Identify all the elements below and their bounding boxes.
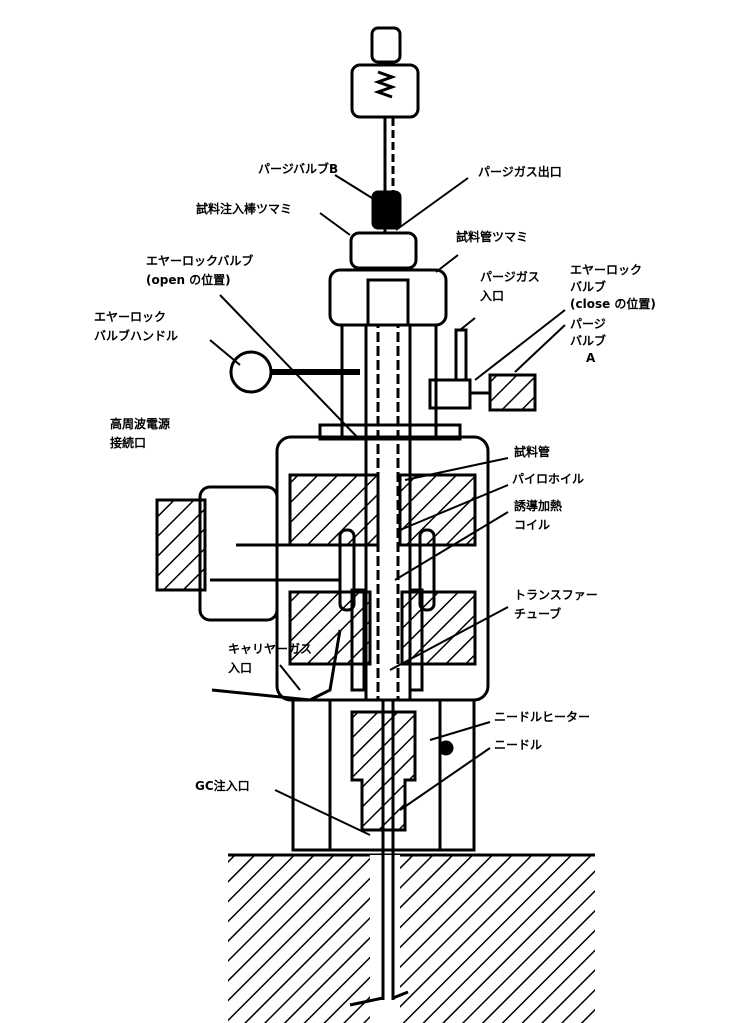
label-line: パージガス [480, 270, 540, 284]
label-carrier-gas-inlet: キャリヤーガス入口 [228, 640, 312, 678]
label-purge-valve-a: パージバルブ A [570, 316, 606, 367]
label-line: パージ [570, 317, 606, 331]
label-sample-tube: 試料管 [514, 445, 551, 459]
label-line: トランスファー [514, 588, 598, 602]
label-line: 高周波電源 [110, 417, 171, 431]
label-gc-inlet: GC注入口 [195, 779, 250, 793]
label-line: コイル [514, 518, 551, 532]
label-line: 誘導加熱 [514, 499, 563, 513]
label-purge-valve-b: パージバルブB [258, 162, 339, 176]
purge-valve-a-knob [488, 373, 537, 412]
gc-floor [228, 855, 595, 1023]
label-line: バルブ [570, 280, 607, 294]
label-transfer-tube: トランスファーチューブ [514, 586, 598, 624]
label-purge-gas-inlet: パージガス入口 [480, 268, 540, 306]
label-airlock-open: エヤーロックバルブ (open の位置) [146, 252, 253, 290]
label-line: 入口 [480, 289, 505, 303]
valve-body [340, 320, 438, 439]
label-rf-connector: 高周波電源接続口 [110, 415, 170, 453]
label-line: 入口 [228, 661, 253, 675]
label-needle: ニードル [494, 738, 543, 752]
label-needle-heater: ニードルヒーター [494, 710, 591, 724]
label-line: エヤーロック [94, 310, 167, 324]
label-line: エヤーロックバルブ [146, 254, 254, 268]
airlock-handle-ball [229, 350, 273, 394]
label-induction-coil: 誘導加熱コイル [514, 497, 562, 535]
label-line: バルブ [570, 334, 607, 348]
needle-heater-shape [350, 710, 417, 832]
label-line: キャリヤーガス [228, 642, 313, 656]
label-line: エヤーロック [570, 263, 643, 277]
purge-valve-b-shape [371, 190, 402, 230]
label-line: A [586, 351, 596, 365]
label-line: (close の位置) [570, 297, 656, 311]
label-line: 接続口 [110, 436, 147, 450]
sample-rod-knob-shape [349, 231, 418, 270]
label-line: バルブハンドル [94, 329, 179, 343]
label-line: (open の位置) [146, 273, 231, 287]
label-airlock-handle: エヤーロックバルブハンドル [94, 308, 178, 346]
rf-connector [198, 485, 279, 622]
label-sample-tube-knob: 試料管ツマミ [456, 230, 529, 244]
label-pyrofoil: パイロホイル [512, 472, 585, 486]
label-line: チューブ [514, 607, 562, 621]
label-purge-gas-outlet: パージガス出口 [478, 165, 562, 179]
label-airlock-close: エヤーロックバルブ (close の位置) [570, 262, 656, 313]
label-sample-rod-knob: 試料注入棒ツマミ [196, 202, 293, 216]
